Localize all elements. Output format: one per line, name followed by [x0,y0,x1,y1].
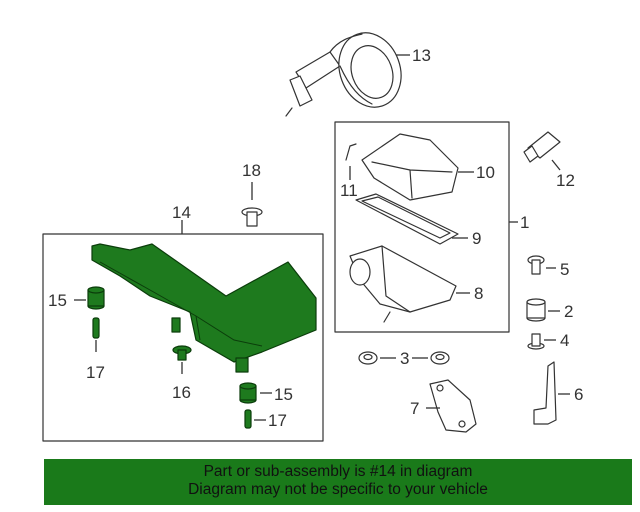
part-3-damper-right[interactable] [430,351,450,365]
part-15-grommet-right[interactable] [239,382,257,404]
leader-12 [551,159,561,171]
part-12-sensor[interactable] [523,131,561,163]
part-11-clip[interactable] [345,143,357,161]
banner-line-1: Part or sub-assembly is #14 in diagram [203,463,473,480]
callout-8: 8 [474,284,483,303]
callout-2: 2 [564,302,573,321]
callout-16: 16 [172,383,191,402]
part-13-intake-duct[interactable] [285,24,411,117]
part-16-clip[interactable] [172,345,192,361]
part-5-bolt[interactable] [527,255,545,275]
callout-14: 14 [172,203,191,222]
part-8-lower-case[interactable] [349,245,457,323]
part-7-bracket[interactable] [429,379,477,433]
callout-11: 11 [340,181,358,200]
part-2-grommet[interactable] [526,298,546,322]
banner-line-2: Diagram may not be specific to your vehi… [188,481,488,498]
part-18-bolt[interactable] [241,207,263,227]
callout-12: 12 [556,171,575,190]
callout-15-left: 15 [48,291,67,310]
part-17-pin-left[interactable] [92,317,100,339]
part-3-damper-left[interactable] [358,351,378,365]
callout-18: 18 [242,161,261,180]
assembly-1-frame [334,121,510,333]
part-4-clip[interactable] [527,333,545,350]
assembly-14-frame [42,233,324,442]
callout-6: 6 [574,385,583,404]
callout-9: 9 [472,229,481,248]
info-banner: Part or sub-assembly is #14 in diagram D… [44,459,632,505]
callout-15-right: 15 [274,385,293,404]
part-15-grommet-left[interactable] [87,286,105,310]
callout-4: 4 [560,331,569,350]
part-14-air-cleaner-body[interactable] [91,243,317,373]
callout-3: 3 [400,349,409,368]
part-10-upper-cover[interactable] [361,133,459,201]
part-9-filter-element[interactable] [355,193,459,245]
callout-5: 5 [560,260,569,279]
callout-13: 13 [412,46,431,65]
callout-7: 7 [410,399,419,418]
callout-10: 10 [476,163,495,182]
callout-1: 1 [520,213,529,232]
callout-17-left: 17 [86,363,105,382]
callout-17-right: 17 [268,411,287,430]
part-6-stay[interactable] [533,361,557,425]
part-17-pin-right[interactable] [244,409,252,429]
